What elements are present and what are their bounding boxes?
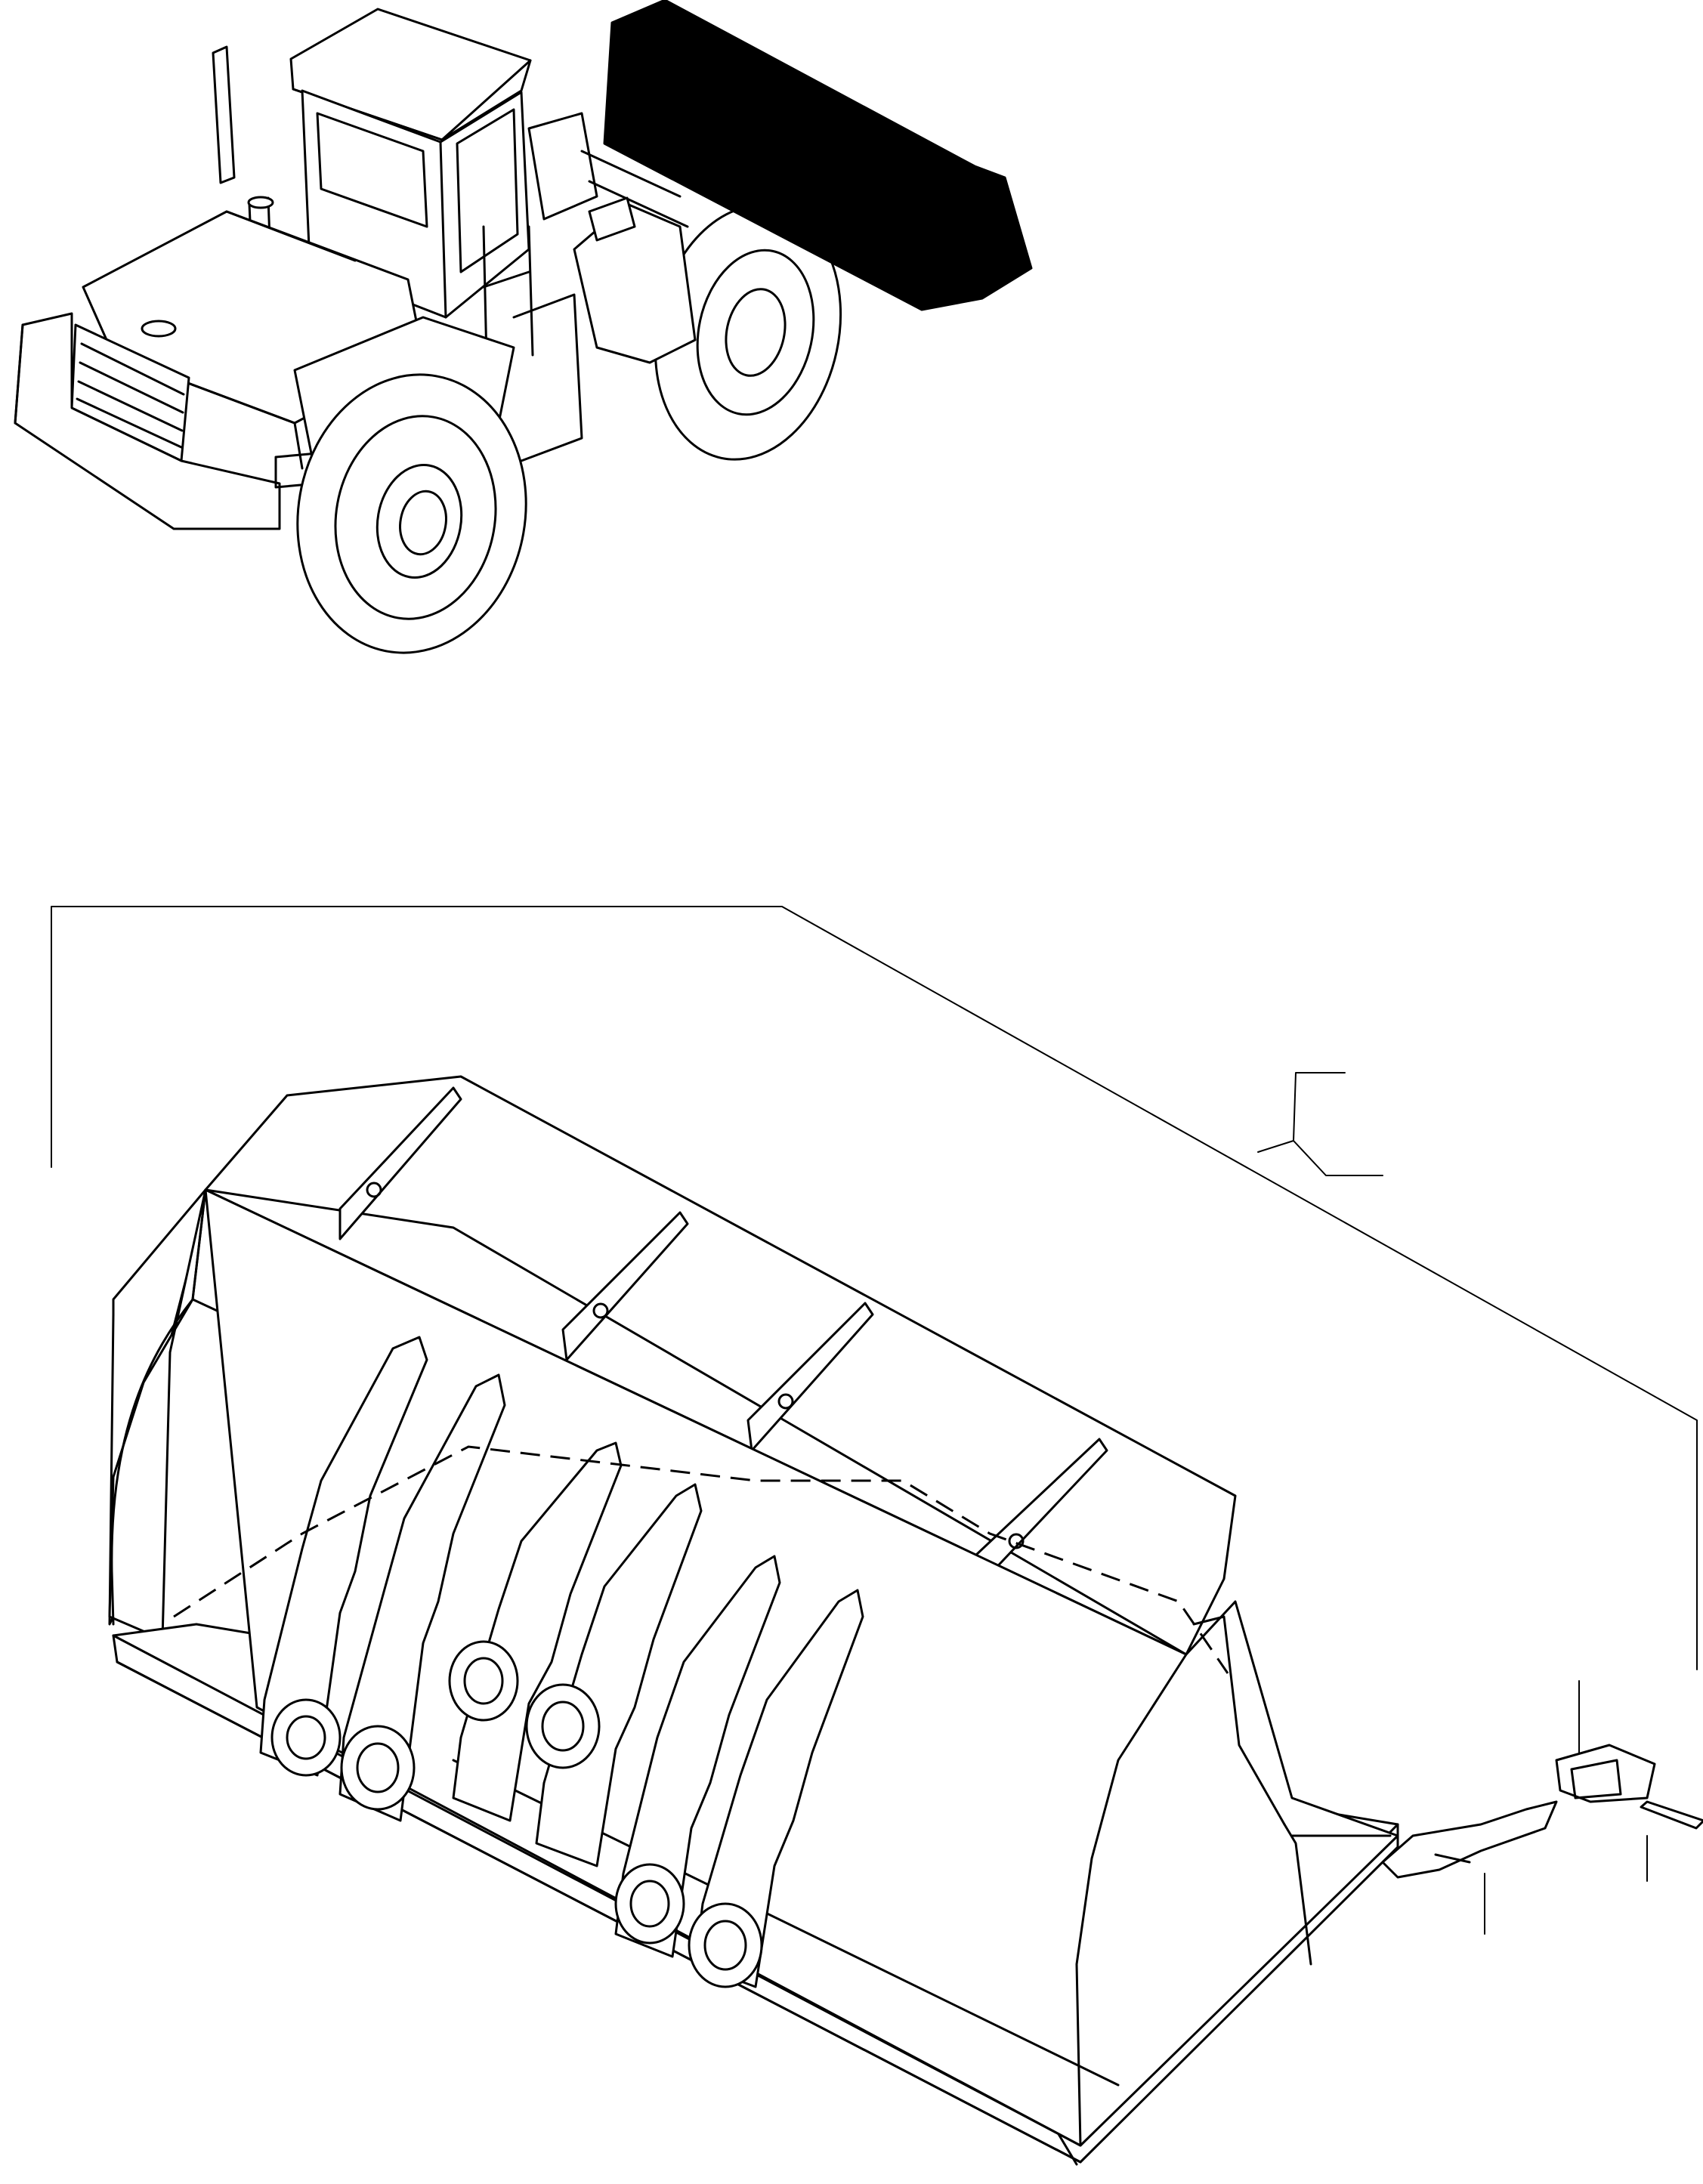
wheel-loader-icon <box>14 0 1033 654</box>
retaining-pin-icon <box>1640 1800 1703 1882</box>
bucket-brackets <box>259 1336 864 1988</box>
bucket-tooth-icon <box>1381 1800 1558 1935</box>
tooth-adapter-icon <box>1555 1680 1656 1803</box>
loader-bucket-icon <box>51 906 1698 2166</box>
